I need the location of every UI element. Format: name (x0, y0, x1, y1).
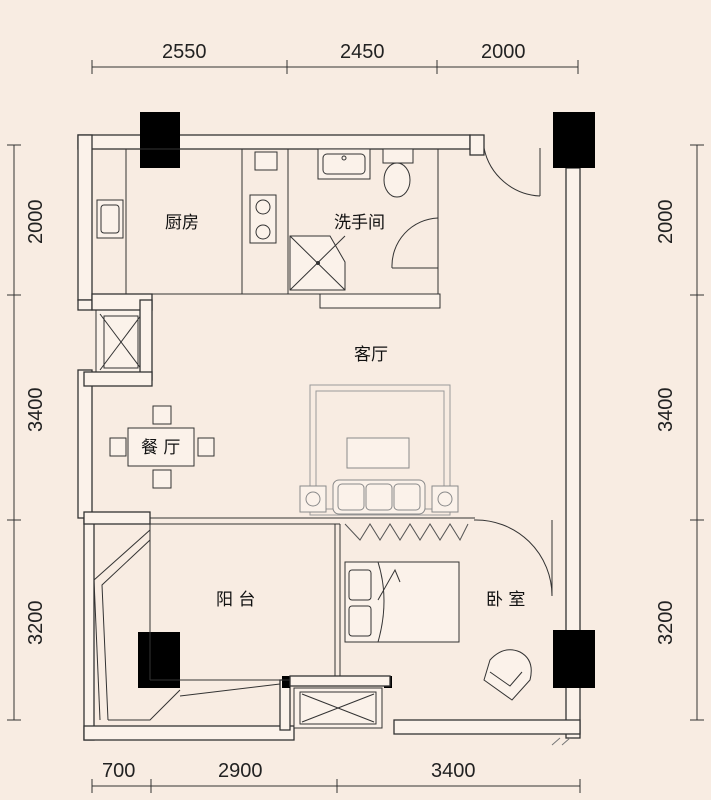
dim-left-2: 3400 (25, 388, 47, 433)
dim-left-3: 3200 (25, 601, 47, 646)
room-label-bedroom: 卧 室 (486, 590, 525, 610)
room-label-bathroom: 洗手间 (334, 213, 385, 233)
dim-top-3: 2000 (481, 41, 526, 63)
room-label-living: 客厅 (354, 345, 388, 365)
dimension-left (7, 144, 21, 721)
room-label-dining: 餐 厅 (141, 438, 180, 458)
dimension-top (91, 60, 579, 74)
structural-columns (138, 112, 595, 688)
dim-left-1: 2000 (25, 200, 47, 245)
bedroom (339, 517, 553, 701)
dimension-bottom (91, 779, 581, 793)
living-room (299, 384, 459, 516)
dim-right-3: 3200 (655, 601, 677, 646)
corner-mark (551, 737, 571, 746)
dim-right-2: 3400 (655, 388, 677, 433)
dim-bottom-1: 700 (102, 760, 135, 782)
interior-walls (83, 293, 391, 687)
dim-bottom-3: 3400 (431, 760, 476, 782)
kitchen (91, 148, 289, 295)
dining-area (95, 309, 215, 489)
bathroom (287, 148, 441, 309)
dim-bottom-2: 2900 (218, 760, 263, 782)
dim-top-1: 2550 (162, 41, 207, 63)
room-label-balcony: 阳 台 (216, 590, 255, 610)
room-label-kitchen: 厨房 (165, 213, 199, 233)
dim-top-2: 2450 (340, 41, 385, 63)
dim-right-1: 2000 (655, 200, 677, 245)
balcony (93, 517, 383, 729)
entrance-door (469, 134, 541, 197)
dimension-right (690, 144, 704, 721)
